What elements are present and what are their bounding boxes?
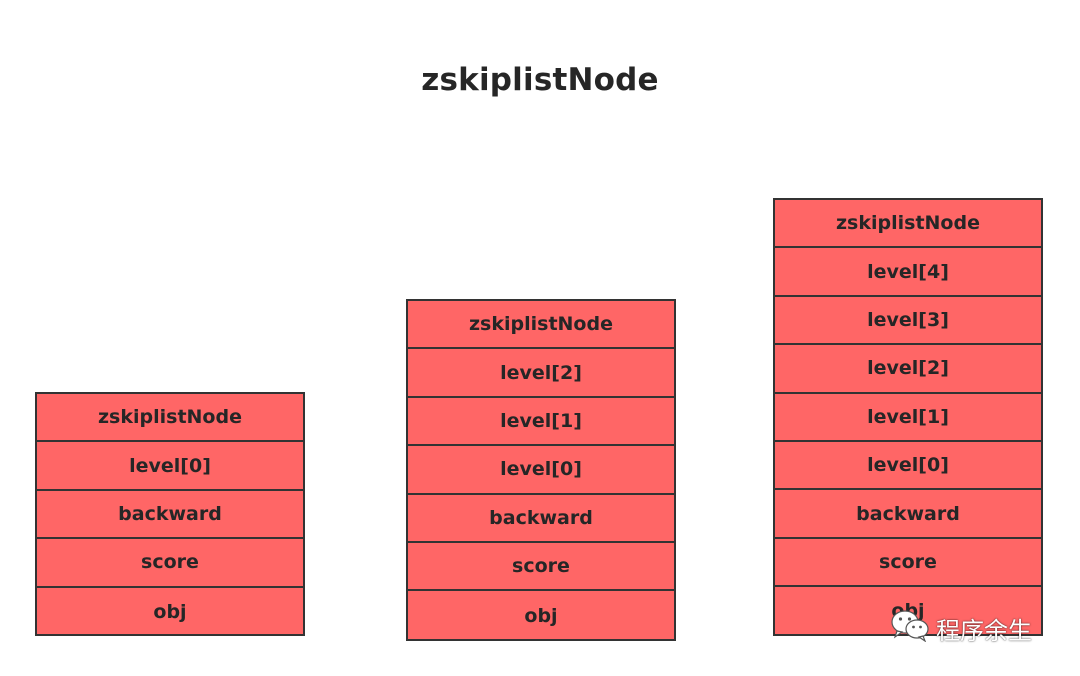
node-header: zskiplistNode	[37, 394, 303, 443]
node-level-field: level[0]	[775, 442, 1041, 491]
skiplist-node-level-3: zskiplistNode level[2] level[1] level[0]…	[406, 299, 676, 641]
node-backward-field: backward	[37, 491, 303, 540]
skiplist-node-level-5: zskiplistNode level[4] level[3] level[2]…	[773, 198, 1043, 636]
node-header: zskiplistNode	[775, 200, 1041, 249]
diagram-title: zskiplistNode	[421, 62, 659, 98]
node-level-field: level[2]	[408, 349, 674, 398]
skiplist-node-level-1: zskiplistNode level[0] backward score ob…	[35, 392, 305, 636]
node-level-field: level[3]	[775, 297, 1041, 346]
watermark-text: 程序余生	[936, 616, 1032, 645]
node-level-field: level[0]	[408, 446, 674, 495]
node-level-field: level[1]	[408, 398, 674, 447]
node-level-field: level[2]	[775, 345, 1041, 394]
wechat-icon	[890, 608, 930, 648]
node-header: zskiplistNode	[408, 301, 674, 350]
node-level-field: level[4]	[775, 248, 1041, 297]
node-backward-field: backward	[408, 495, 674, 543]
node-level-field: level[0]	[37, 442, 303, 491]
node-score-field: score	[408, 543, 674, 592]
node-obj-field: obj	[153, 600, 187, 623]
node-level-field: level[1]	[775, 394, 1041, 442]
watermark: 程序余生	[890, 608, 1032, 648]
node-score-field: score	[775, 539, 1041, 588]
node-obj-field: obj	[524, 604, 558, 627]
node-backward-field: backward	[775, 490, 1041, 539]
node-score-field: score	[37, 539, 303, 588]
